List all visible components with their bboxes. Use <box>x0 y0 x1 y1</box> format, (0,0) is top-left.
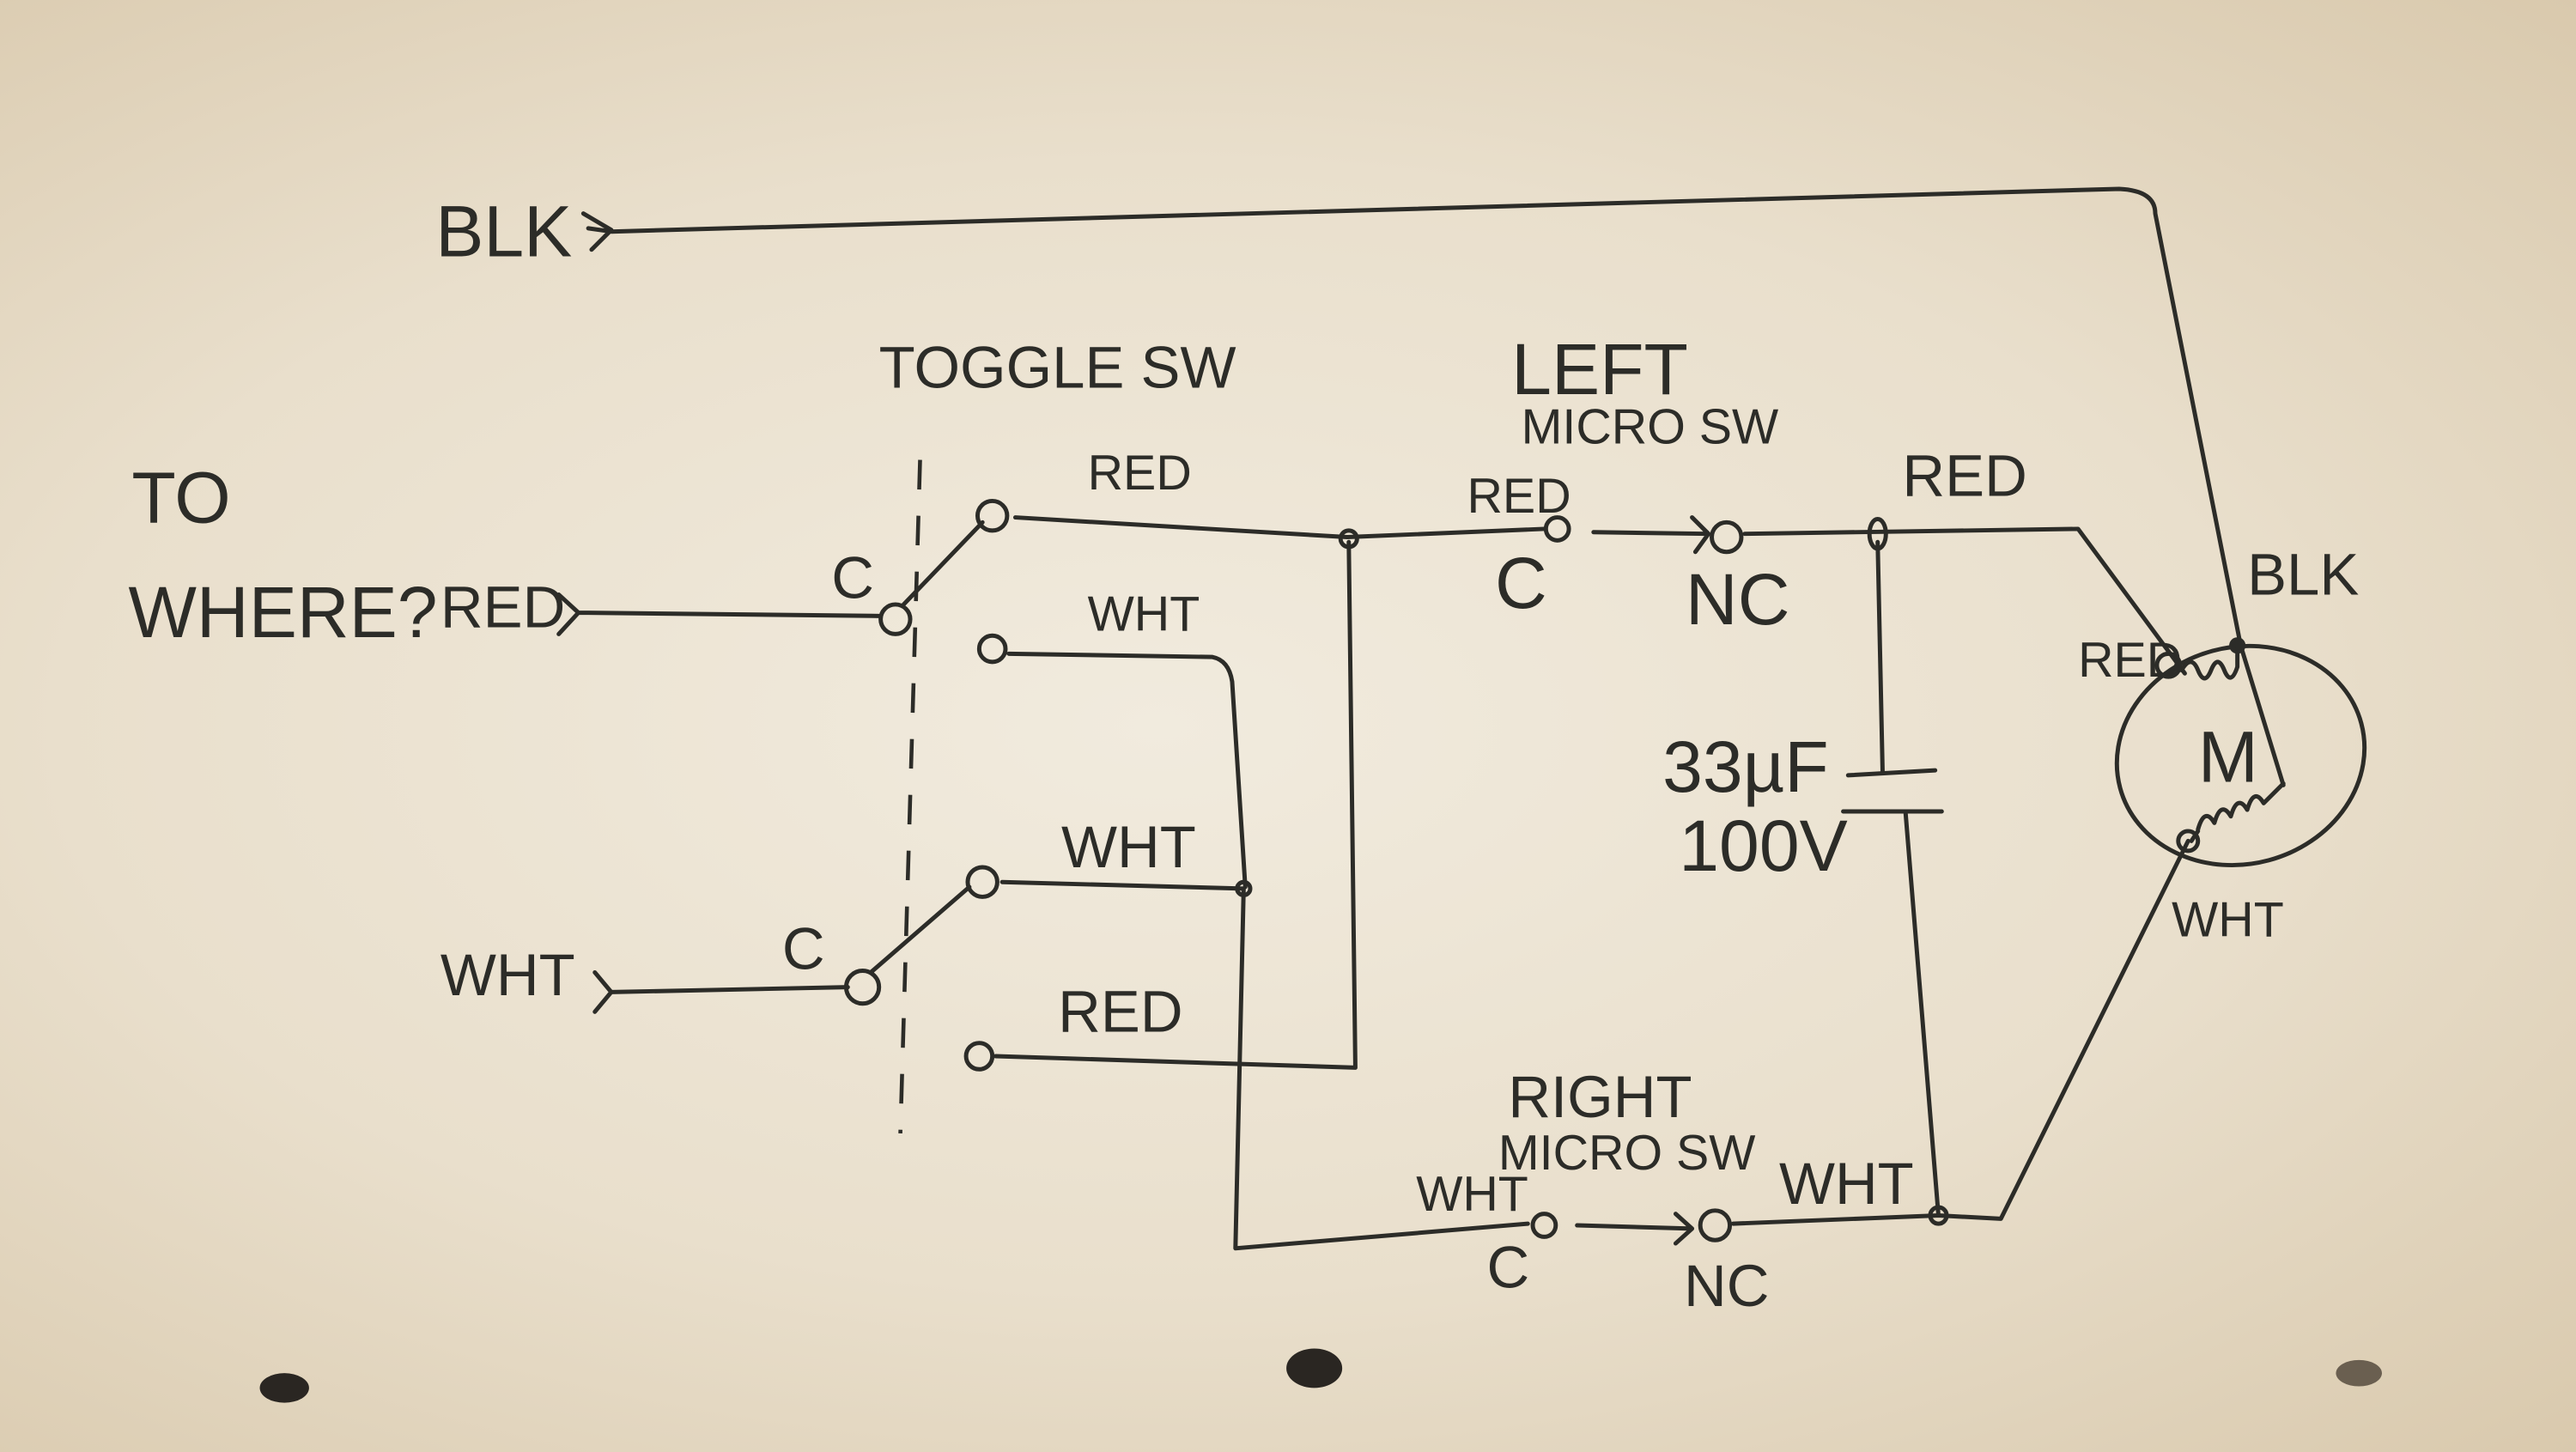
paper-hole <box>2336 1359 2382 1387</box>
motor-wht-terminal <box>2176 829 2201 854</box>
paper-hole <box>259 1373 309 1403</box>
blk-wire <box>586 186 2286 787</box>
right-micro-c-label: C <box>1486 1235 1529 1301</box>
left-out-wire <box>1742 526 2187 676</box>
motor-red-label: RED <box>2078 633 2182 688</box>
capacitor-value: 33µF <box>1662 726 1829 807</box>
right-micro-title: MICRO SW <box>1498 1126 1756 1181</box>
toggle-terminal <box>965 865 999 899</box>
right-micro-nc <box>1698 1208 1733 1242</box>
toggle-lever-top <box>901 519 985 607</box>
right-micro-wire-label: WHT <box>1416 1167 1528 1222</box>
motor-blk-label: BLK <box>2247 541 2359 607</box>
motor-wht-label: WHT <box>2172 892 2284 947</box>
toggle-common-bottom <box>843 969 882 1006</box>
right-micro-title: RIGHT <box>1508 1064 1692 1130</box>
to-where-label: TO <box>131 457 230 538</box>
left-micro-lever <box>1591 515 1711 555</box>
toggle-terminal <box>975 498 1010 533</box>
toggle-terminal <box>963 1041 995 1072</box>
left-micro-title: LEFT <box>1511 329 1688 410</box>
right-micro-c <box>1530 1212 1558 1239</box>
motor-winding-icon <box>2189 781 2286 843</box>
toggle-common-top <box>878 602 913 636</box>
to-where-label: WHERE? <box>128 572 437 653</box>
red-out-wire <box>1012 515 1546 540</box>
red-out2-wire <box>993 539 1358 1070</box>
left-micro-c <box>1543 515 1571 543</box>
toggle-wht-label: WHT <box>1088 587 1200 642</box>
red-input-label: RED <box>440 574 565 641</box>
toggle-linkage <box>898 459 922 1133</box>
toggle-switch-title: TOGGLE SW <box>879 334 1236 400</box>
left-micro-out-label: RED <box>1902 443 2026 509</box>
left-micro-nc <box>1710 519 1744 555</box>
motor-blk-terminal <box>2229 637 2246 654</box>
capacitor-symbol <box>1841 539 1944 1218</box>
toggle-terminal <box>976 633 1008 665</box>
wht-out-wire <box>1006 651 1248 890</box>
right-micro-out-label: WHT <box>1779 1151 1914 1217</box>
wht-input-wire <box>592 969 850 1014</box>
left-micro-c-label: C <box>1495 543 1547 623</box>
junction <box>1235 879 1253 898</box>
motor-red-terminal <box>2154 651 2183 679</box>
right-out-wire <box>1730 838 2190 1226</box>
motor-label: M <box>2198 717 2258 798</box>
blk-plug-icon <box>580 211 614 252</box>
red-input-wire <box>556 592 882 636</box>
capacitor-voltage: 100V <box>1679 805 1848 886</box>
wht-out2-wire <box>999 879 1530 1251</box>
blk-input-label: BLK <box>435 191 572 271</box>
wht-input-label: WHT <box>440 942 575 1008</box>
right-micro-lever <box>1575 1212 1695 1246</box>
left-micro-title: MICRO SW <box>1522 399 1779 454</box>
motor-circle <box>2114 643 2367 868</box>
motor-winding-icon <box>2179 647 2240 681</box>
toggle-c-label: C <box>831 544 874 611</box>
right-micro-nc-label: NC <box>1684 1253 1769 1319</box>
toggle-red-label: RED <box>1058 978 1182 1044</box>
left-micro-wire-label: RED <box>1467 469 1571 524</box>
toggle-c-label: C <box>782 916 825 982</box>
left-micro-nc-label: NC <box>1686 559 1790 640</box>
toggle-lever-bottom <box>868 884 972 975</box>
junction <box>1928 1205 1949 1226</box>
toggle-wht-label: WHT <box>1061 814 1196 880</box>
toggle-red-label: RED <box>1088 446 1192 501</box>
paper-hole <box>1286 1348 1343 1388</box>
